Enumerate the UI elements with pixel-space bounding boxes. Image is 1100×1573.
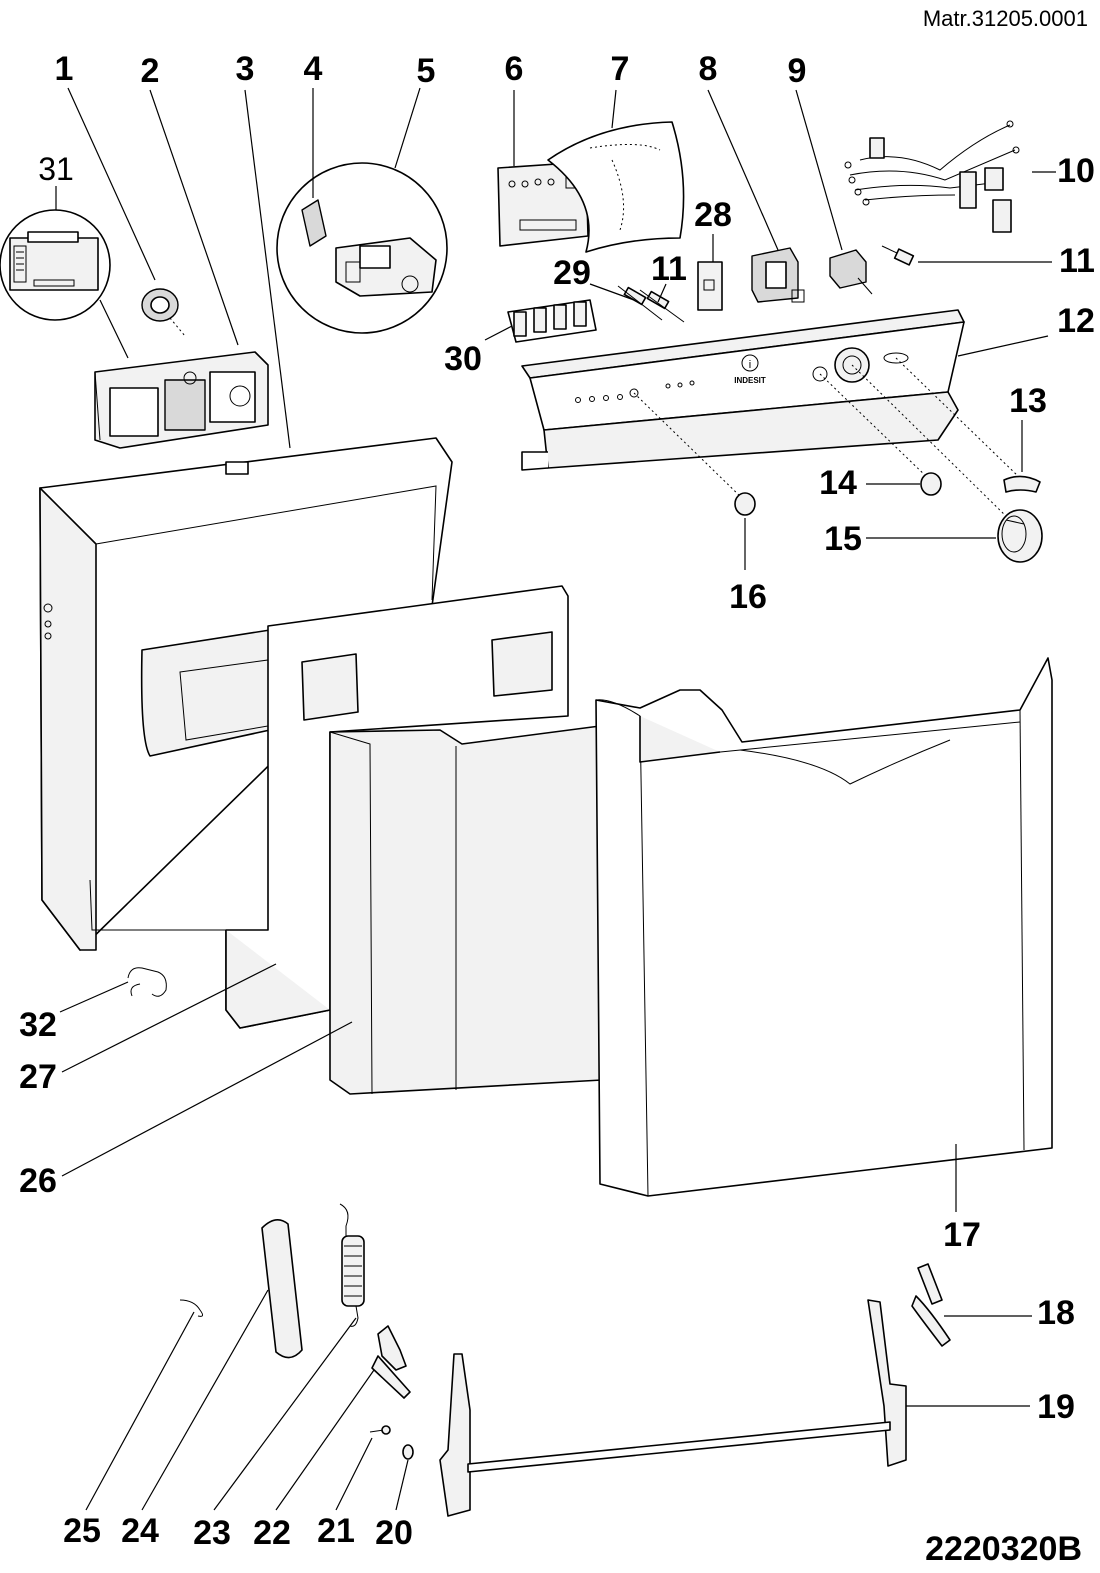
callout-30: 30 xyxy=(444,340,482,378)
part-11-lamp-right xyxy=(881,245,915,266)
part-17-outer-door xyxy=(595,657,1053,1197)
callout-25: 25 xyxy=(63,1512,101,1550)
callout-15: 15 xyxy=(824,520,862,558)
callout-32: 32 xyxy=(19,1006,57,1044)
callout-13: 13 xyxy=(1009,382,1047,420)
callout-14: 14 xyxy=(819,464,857,502)
part-25-pin xyxy=(179,1299,204,1317)
part-1-bushing xyxy=(141,288,186,337)
panel-brand-text: INDESIT xyxy=(734,376,766,385)
callout-31: 31 xyxy=(38,151,74,187)
callout-28: 28 xyxy=(694,196,732,234)
matr-number: Matr.31205.0001 xyxy=(923,6,1088,31)
callout-21: 21 xyxy=(317,1512,355,1550)
callout-24: 24 xyxy=(121,1512,159,1550)
part-26-back-insulation xyxy=(329,725,603,1095)
callout-5: 5 xyxy=(417,52,436,90)
callout-29: 29 xyxy=(553,254,591,292)
part-22-hinge xyxy=(371,1325,411,1399)
part-19-hinge-frame xyxy=(439,1299,907,1517)
part-21-screw xyxy=(369,1425,391,1435)
callout-22: 22 xyxy=(253,1514,291,1552)
part-24-handle xyxy=(261,1219,303,1359)
callout-27: 27 xyxy=(19,1058,57,1096)
part-7-shield xyxy=(547,121,685,253)
callout-2: 2 xyxy=(141,52,160,90)
callout-7: 7 xyxy=(611,50,630,88)
part-31-module-inset xyxy=(0,209,111,321)
part-8-switch xyxy=(751,247,805,303)
part-14-button xyxy=(920,472,942,496)
panel-brand-mark: i xyxy=(749,359,751,371)
part-13-cap xyxy=(1003,475,1041,493)
drawing-code: 2220320B xyxy=(925,1530,1082,1568)
part-10-wiring-harness xyxy=(844,120,1020,233)
callout-12: 12 xyxy=(1057,302,1095,340)
leader-lines xyxy=(55,87,1056,1511)
callout-11-mid: 11 xyxy=(651,250,687,288)
part-27-insulation xyxy=(225,585,569,1029)
part-15-knob xyxy=(997,509,1043,563)
callout-numbers: 1 2 3 4 5 6 7 8 9 10 11 28 29 11 30 12 1… xyxy=(19,50,1095,1552)
callout-1: 1 xyxy=(55,50,74,88)
callout-16: 16 xyxy=(729,578,767,616)
part-32-clip xyxy=(127,967,167,997)
part-29-11-lamps xyxy=(617,285,685,323)
part-12-control-panel: i INDESIT xyxy=(521,309,965,471)
callout-9: 9 xyxy=(788,52,807,90)
callout-6: 6 xyxy=(505,50,524,88)
callout-19: 19 xyxy=(1037,1388,1075,1426)
part-18-hinge xyxy=(911,1263,951,1347)
callout-10: 10 xyxy=(1057,152,1095,190)
callout-26: 26 xyxy=(19,1162,57,1200)
callout-18: 18 xyxy=(1037,1294,1075,1332)
part-23-spring xyxy=(339,1203,365,1327)
part-20-washer xyxy=(402,1444,414,1460)
part-9-connector xyxy=(829,249,873,295)
part-30-pushbuttons xyxy=(507,299,597,343)
callout-20: 20 xyxy=(375,1514,413,1552)
part-2-dispenser xyxy=(94,351,269,449)
part-28-bracket xyxy=(697,261,723,311)
part-16-button xyxy=(734,492,756,516)
part-4-5-latch-inset xyxy=(276,162,448,334)
callout-3: 3 xyxy=(236,50,255,88)
callout-4: 4 xyxy=(304,50,323,88)
callout-23: 23 xyxy=(193,1514,231,1552)
panel-guide-lines xyxy=(633,357,1021,521)
callout-17: 17 xyxy=(943,1216,981,1254)
callout-8: 8 xyxy=(699,50,718,88)
callout-11-right: 11 xyxy=(1059,242,1095,280)
